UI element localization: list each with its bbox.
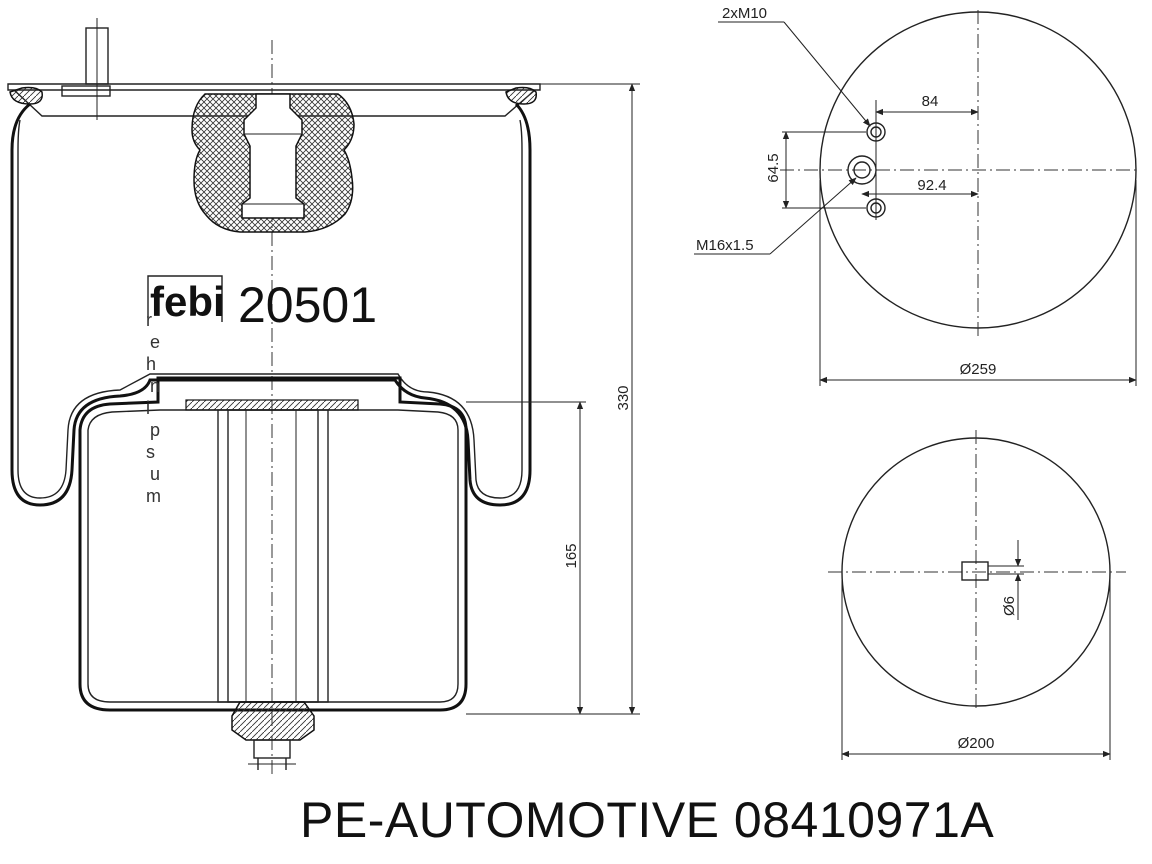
label-bolt-holes: 2xM10 [722, 5, 767, 22]
watermark-letter: i [146, 398, 150, 418]
top-view: 84 92.4 64.5 2xM10 M16x1.5 [694, 5, 1140, 386]
top-bead-right [505, 86, 537, 105]
bottom-pin [248, 739, 296, 770]
watermark-letter: s [146, 442, 155, 462]
top-bead-left [9, 86, 43, 105]
piston-plate [185, 399, 359, 411]
label-total-height: 330 [615, 385, 632, 410]
bellow [10, 102, 532, 507]
dimension-64-5: 64.5 [765, 131, 866, 209]
central-tube [217, 409, 329, 703]
brand-logo-text: febi [150, 278, 225, 325]
bottom-pin-slot [961, 561, 989, 581]
label-bolt-offset: 84 [922, 93, 939, 110]
dimension-259: Ø259 [819, 180, 1137, 386]
top-plate [7, 83, 541, 91]
center-insert [241, 93, 305, 219]
bottom-mount [231, 701, 315, 741]
label-center-offset: 92.4 [917, 177, 946, 194]
piston [78, 376, 468, 712]
label-piston-height: 165 [563, 543, 580, 568]
brand-logo: febi [142, 270, 225, 325]
footer-code: 08410971A [733, 792, 995, 848]
watermark-letter: n [150, 376, 160, 396]
watermark-letter: m [146, 486, 161, 506]
label-center-thread: M16x1.5 [696, 237, 754, 254]
bottom-view: Ø6 Ø200 [828, 430, 1126, 760]
dimension-330: 330 [466, 83, 640, 715]
label-bottom-diameter: Ø200 [958, 735, 995, 752]
top-stud [61, 18, 111, 120]
dimension-165: 165 [466, 401, 586, 715]
watermark-letter: u [150, 464, 160, 484]
part-number: 20501 [238, 277, 377, 333]
footer-brand: PE-AUTOMOTIVE [300, 792, 720, 848]
dimension-84: 84 [875, 93, 979, 116]
dimension-6: Ø6 [1001, 540, 1022, 620]
footer-caption: PE-AUTOMOTIVE 08410971A [300, 790, 1140, 850]
watermark-letter: r [146, 310, 152, 330]
leader-2xm10: 2xM10 [718, 5, 871, 127]
watermark-letter: e [150, 332, 160, 352]
dimension-200: Ø200 [841, 580, 1111, 760]
label-pin-diameter: Ø6 [1001, 596, 1018, 616]
label-bolt-spacing: 64.5 [765, 153, 782, 182]
watermark-letter: p [150, 420, 160, 440]
label-top-diameter: Ø259 [960, 361, 997, 378]
leader-m16: M16x1.5 [694, 177, 857, 255]
watermark-letter: h [146, 354, 156, 374]
dimension-92-4: 92.4 [861, 177, 979, 198]
